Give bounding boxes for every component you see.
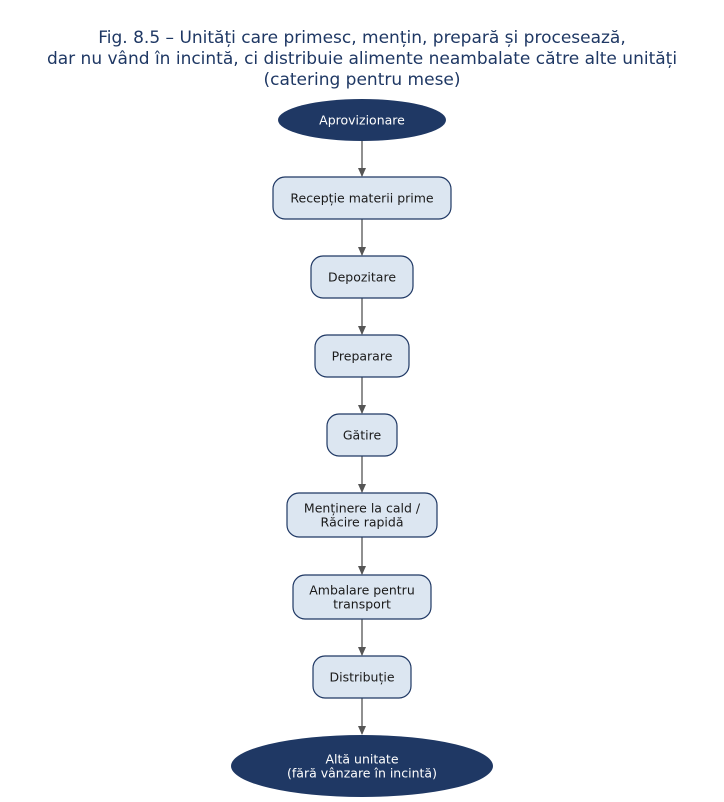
node-label: Aprovizionare [319, 113, 405, 128]
process-box [310, 255, 414, 299]
figure-title-line-3: (catering pentru mese) [263, 70, 461, 90]
terminal-ellipse [231, 735, 493, 797]
process-box [312, 655, 412, 699]
node-alta-unitate: Altă unitate(fără vânzare în incintă) [231, 735, 493, 797]
node-depozitare: Depozitare [310, 255, 414, 299]
node-label: Ambalare pentru [309, 583, 415, 598]
node-label: Recepție materii prime [290, 191, 434, 206]
node-label: Răcire rapidă [320, 515, 403, 530]
figure-title-line-1: Fig. 8.5 – Unități care primesc, mențin,… [98, 28, 626, 48]
node-label: Depozitare [328, 270, 396, 285]
node-preparare: Preparare [314, 334, 410, 378]
node-mentinere: Menținere la cald /Răcire rapidă [286, 492, 438, 538]
node-label: (fără vânzare în incintă) [287, 766, 437, 781]
figure-title-line-2: dar nu vând în incintă, ci distribuie al… [46, 49, 678, 69]
node-gatire: Gătire [326, 413, 398, 457]
terminal-ellipse [278, 99, 446, 141]
node-label: transport [333, 597, 391, 612]
node-label: Gătire [343, 428, 382, 443]
node-distributie: Distribuție [312, 655, 412, 699]
node-aprovizionare: Aprovizionare [278, 99, 446, 141]
figure-title: Fig. 8.5 – Unități care primesc, mențin,… [0, 28, 724, 91]
process-box [272, 176, 452, 220]
node-label: Altă unitate [325, 752, 398, 767]
process-box [314, 334, 410, 378]
node-receptie: Recepție materii prime [272, 176, 452, 220]
process-box [292, 574, 432, 620]
node-label: Distribuție [329, 670, 394, 685]
process-box [326, 413, 398, 457]
node-label: Preparare [332, 349, 393, 364]
process-box [286, 492, 438, 538]
node-label: Menținere la cald / [304, 501, 421, 516]
